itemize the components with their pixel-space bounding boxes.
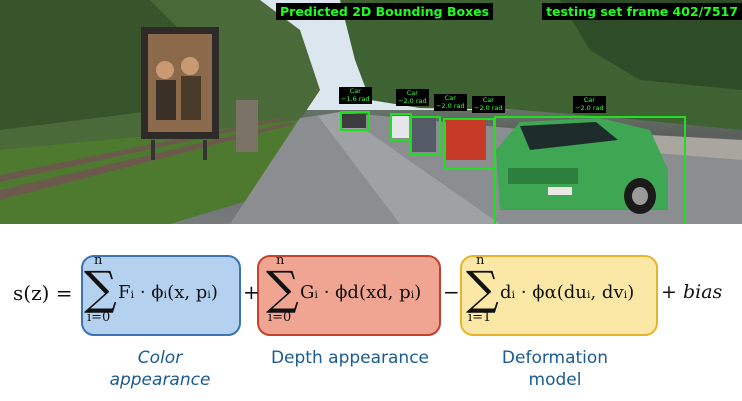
street-scene-image: Predicted 2D Bounding Boxes testing set … (0, 0, 742, 224)
sum-lower-limit: i=1 (468, 310, 492, 325)
detection-label: Car (583, 96, 595, 104)
sum-lower-limit: i=0 (268, 310, 292, 325)
detection-box (443, 118, 495, 170)
sum-symbol: ∑ (266, 261, 299, 315)
bias-term: + bias (661, 281, 723, 303)
caption-depth-appearance: Depth appearance (270, 348, 430, 368)
caption-deformation-model: Deformation model (501, 348, 609, 390)
detection-angle: −2.0 rad (398, 96, 427, 105)
frame-counter: testing set frame 402/7517 (542, 3, 742, 20)
detection-label: Car (482, 96, 494, 104)
detection-box (340, 111, 370, 131)
color-term: Fᵢ · ϕᵢ(x, pᵢ) (118, 282, 218, 303)
image-title: Predicted 2D Bounding Boxes (276, 3, 494, 20)
sum-symbol: ∑ (84, 261, 117, 315)
sum-upper-limit: n (276, 253, 285, 268)
depth-term: Gᵢ · ϕd(xd, pᵢ) (300, 282, 422, 303)
minus-operator: − (443, 280, 460, 304)
detection-tag: Car −2.0 rad (472, 96, 505, 113)
color-appearance-box (81, 255, 241, 336)
detection-box (409, 116, 441, 156)
sum-upper-limit: n (94, 253, 103, 268)
deformation-term: dᵢ · ϕα(duᵢ, dvᵢ) (500, 282, 635, 303)
detection-box (494, 116, 686, 224)
plus-operator: + (243, 280, 260, 304)
detection-tag: Car −1.6 rad (339, 87, 372, 104)
detection-angle: −2.0 rad (436, 101, 465, 110)
detection-label: Car (444, 94, 456, 102)
scoring-formula: s(z) = n ∑ i=0 Fᵢ · ϕᵢ(x, pᵢ) + n ∑ i=0 … (0, 224, 742, 401)
depth-appearance-box (257, 255, 441, 336)
detection-angle: −2.0 rad (474, 103, 503, 112)
sum-symbol: ∑ (466, 261, 499, 315)
sum-upper-limit: n (476, 253, 485, 268)
detection-tag: Car −2.0 rad (396, 89, 429, 106)
deformation-model-box (460, 255, 658, 336)
detection-angle: −1.6 rad (341, 94, 370, 103)
detection-label: Car (406, 89, 418, 97)
detection-box (390, 113, 412, 141)
detection-tag: Car −2.0 rad (573, 96, 606, 113)
detection-tag: Car −2.0 rad (434, 94, 467, 111)
detection-label: Car (349, 87, 361, 95)
sum-lower-limit: i=0 (87, 310, 111, 325)
caption-color-appearance: Color appearance (109, 348, 211, 390)
formula-lhs: s(z) = (13, 281, 73, 305)
detection-angle: −2.0 rad (575, 103, 604, 112)
